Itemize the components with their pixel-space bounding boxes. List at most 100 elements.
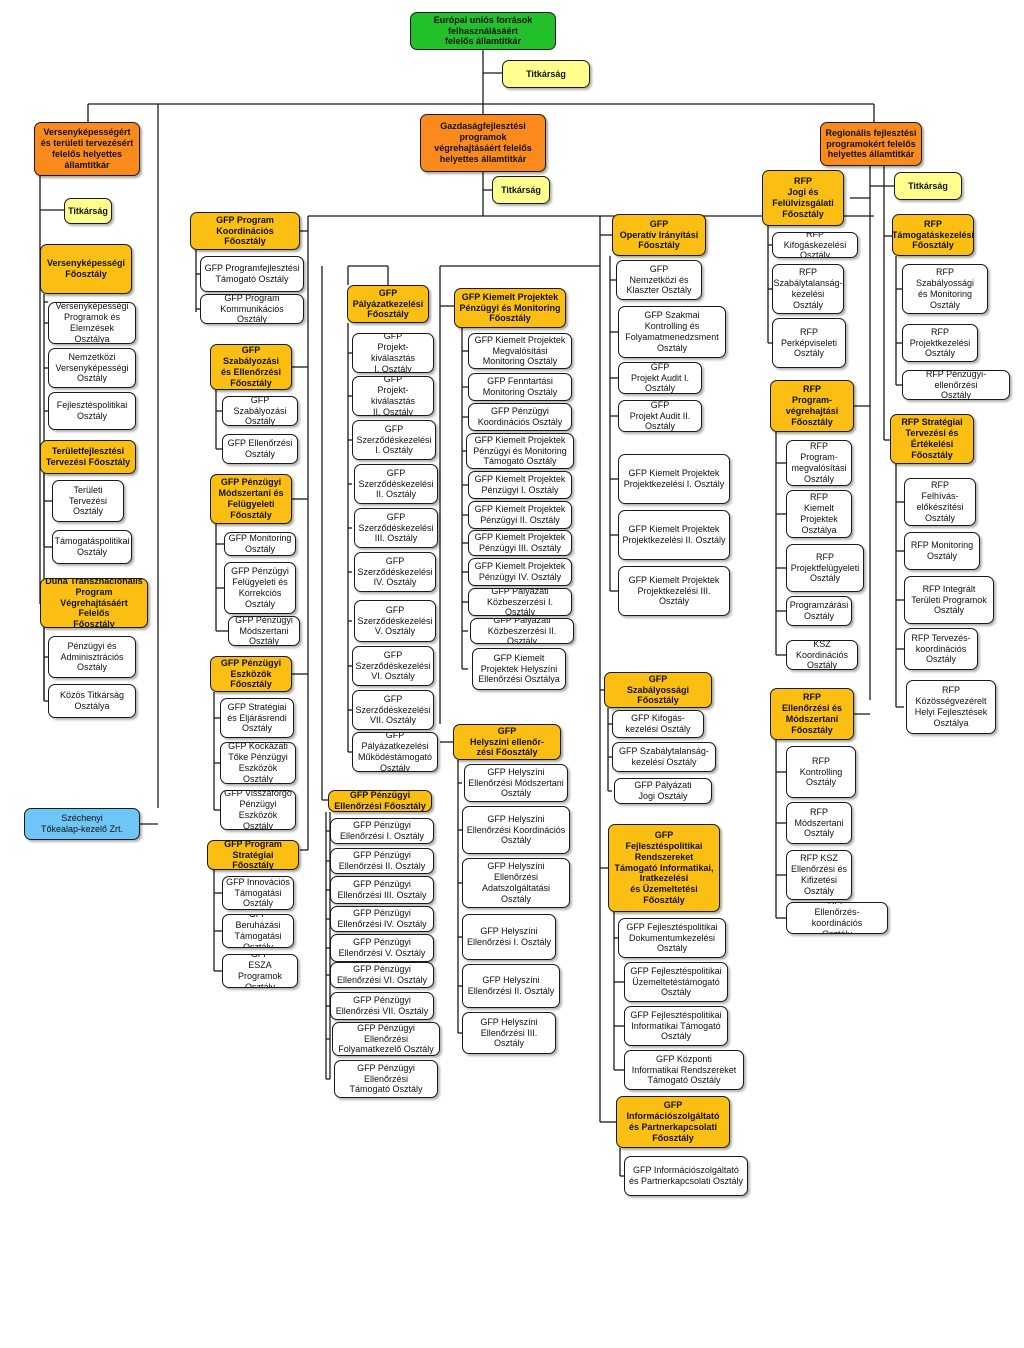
unit-left-1-0-label: Területi Tervezési Osztály xyxy=(68,484,107,517)
top-office: Európai uniós források felhasználásáért … xyxy=(410,12,556,50)
department-center-6: GFP Pénzügyi Ellenőrzési Főosztály xyxy=(328,790,432,812)
unit-right-1-2-label: RFP Projektfelügyeleti Osztály xyxy=(790,551,860,584)
unit-center-5-9-label: GFP Pályázatkezelési Működéstámogató Osz… xyxy=(357,732,433,772)
deputy-left-label: Versenyképességért és területi tervezésé… xyxy=(40,127,134,170)
unit-right-3-1: RFP Projektkezelési Osztály xyxy=(902,324,978,362)
unit-left-0-0: Versenyképességi Programok és Elemzések … xyxy=(48,302,136,344)
department-center-0-label: GFP Program Koordinációs Főosztály xyxy=(216,214,274,247)
unit-center-10-0-label: GFP Kifogás- kezelési Osztály xyxy=(625,713,691,734)
unit-center-9-0-label: GFP Nemzetközi és Klaszter Osztály xyxy=(626,263,692,296)
unit-center-8-1: GFP Helyszíni Ellenőrzési Koordinációs O… xyxy=(462,806,570,854)
unit-center-4-1: GFP Beruházási Támogatási Osztály xyxy=(222,914,294,948)
unit-right-1-4: KSZ Koordinációs Osztály xyxy=(786,640,858,670)
unit-center-3-2-label: GFP Visszaforgó Pénzügyi Eszközök Osztál… xyxy=(224,790,292,830)
unit-center-6-7-label: GFP Pénzügyi Ellenőrzési Folyamatkezelő … xyxy=(338,1022,434,1055)
unit-center-10-1-label: GFP Szabálytalanság- kezelési Osztály xyxy=(619,746,709,767)
department-center-3: GFP Pénzügyi Eszközök Főosztály xyxy=(210,656,292,692)
unit-center-6-5-label: GFP Pénzügyi Ellenőrzési VI. Osztály xyxy=(336,964,428,985)
department-center-7: GFP Kiemelt Projektek Pénzügyi és Monito… xyxy=(454,288,566,328)
unit-center-11-3: GFP Központi Informatikai Rendszereket T… xyxy=(624,1050,744,1090)
unit-left-2-0: Pénzügyi és Adminisztrációs Osztály xyxy=(48,636,136,678)
unit-center-8-2: GFP Helyszíni Ellenőrzési Adatszolgáltat… xyxy=(462,858,570,908)
unit-right-2-3: RFP Ellenőrzés-koordinációs Osztály xyxy=(786,902,888,934)
unit-center-9-5: GFP Kiemelt Projektek Projektkezelési II… xyxy=(618,510,730,560)
unit-center-7-8-label: GFP Pályázati Közbeszerzési I. Osztály xyxy=(486,588,554,616)
unit-center-3-0: GFP Stratégiai és Eljárásrendi Osztály xyxy=(220,698,294,738)
unit-center-10-2: GFP Pályázati Jogi Osztály xyxy=(614,778,712,804)
unit-center-6-8: GFP Pénzügyi Ellenőrzési Támogató Osztál… xyxy=(334,1060,438,1098)
unit-center-6-3: GFP Pénzügyi Ellenőrzési IV. Osztály xyxy=(330,906,434,932)
unit-center-7-8: GFP Pályázati Közbeszerzési I. Osztály xyxy=(468,588,572,616)
unit-center-7-5: GFP Kiemelt Projektek Pénzügyi II. Osztá… xyxy=(468,501,572,529)
unit-center-9-3: GFP Projekt Audit II. Osztály xyxy=(618,400,702,432)
unit-center-7-1-label: GFP Fenntartási Monitoring Osztály xyxy=(482,376,558,397)
department-center-8-label: GFP Helyszíni ellenőr- zési Főosztály xyxy=(469,725,545,758)
unit-center-7-10-label: GFP Kiemelt Projektek Helyszíni Ellenőrz… xyxy=(478,652,560,685)
unit-right-2-0: RFP Kontrolling Osztály xyxy=(786,746,856,798)
unit-center-2-2-label: GFP Pénzügyi Módszertani Osztály xyxy=(235,616,293,646)
company-szechenyi: Széchenyi Tőkealap-kezelő Zrt. xyxy=(24,808,140,840)
unit-center-8-5-label: GFP Helyszíni Ellenőrzési III. Osztály xyxy=(480,1016,538,1049)
department-right-4-label: RFP Stratégiai Tervezési és Értékelési F… xyxy=(901,417,963,460)
unit-center-9-6-label: GFP Kiemelt Projektek Projektkezelési II… xyxy=(628,574,720,607)
unit-right-2-3-label: RFP Ellenőrzés-koordinációs Osztály xyxy=(811,903,863,934)
department-center-4-label: GFP Program Stratégiai Főosztály xyxy=(224,840,282,870)
unit-center-5-6: GFP Szerződéskezelési V. Osztály xyxy=(354,600,436,642)
unit-left-0-2-label: Fejlesztéspolitikai Osztály xyxy=(56,400,128,421)
unit-right-0-1-label: RFP Szabálytalanság- kezelési Osztály xyxy=(773,267,843,310)
unit-center-4-0: GFP Innovációs Támogatási Osztály xyxy=(222,876,294,910)
unit-right-0-2: RFP Perképviseleti Osztály xyxy=(772,318,846,368)
unit-center-6-1: GFP Pénzügyi Ellenőrzési II. Osztály xyxy=(330,848,434,874)
department-right-0: RFP Jogi és Felülvizsgálati Főosztály xyxy=(762,170,844,226)
unit-right-4-1-label: RFP Monitoring Osztály xyxy=(910,540,974,561)
unit-center-9-4: GFP Kiemelt Projektek Projektkezelési I.… xyxy=(618,454,730,504)
unit-right-2-1-label: RFP Módszertani Osztály xyxy=(794,806,844,839)
unit-center-9-0: GFP Nemzetközi és Klaszter Osztály xyxy=(616,260,702,300)
unit-left-2-1: Közös Titkárság Osztálya xyxy=(48,684,136,718)
unit-center-5-8-label: GFP Szerződéskezelési VII. Osztály xyxy=(355,693,431,726)
secretariat-top-label: Titkárság xyxy=(526,68,566,79)
department-center-11: GFP Fejlesztéspolitikai Rendszereket Tám… xyxy=(608,824,720,912)
department-center-5: GFP Pályázatkezelési Főosztály xyxy=(347,285,429,323)
unit-center-3-1-label: GFP Kockázati Tőke Pénzügyi Eszközök Osz… xyxy=(228,742,288,784)
department-center-11-label: GFP Fejlesztéspolitikai Rendszereket Tám… xyxy=(614,829,714,906)
department-center-10: GFP Szabályossági Főosztály xyxy=(604,672,712,708)
department-center-4: GFP Program Stratégiai Főosztály xyxy=(207,840,299,870)
unit-right-1-3-label: Programzárási Osztály xyxy=(789,600,849,621)
unit-right-3-0: RFP Szabályossági és Monitoring Osztály xyxy=(902,264,988,314)
unit-left-1-1: Támogatáspolitikai Osztály xyxy=(52,530,132,564)
unit-right-4-2-label: RFP Integrált Területi Programok Osztály xyxy=(911,583,987,616)
unit-right-1-0-label: RFP Program- megvalósítási Osztály xyxy=(791,441,847,484)
unit-center-3-1: GFP Kockázati Tőke Pénzügyi Eszközök Osz… xyxy=(220,742,296,784)
department-center-2: GFP Pénzügyi Módszertani és Felügyeleti … xyxy=(210,474,292,524)
unit-right-0-0-label: RFP Kifogáskezelési Osztály xyxy=(783,232,847,258)
unit-center-7-0-label: GFP Kiemelt Projektek Megvalósítási Moni… xyxy=(474,334,566,367)
department-center-12: GFP Információszolgáltató és Partnerkapc… xyxy=(616,1096,730,1148)
unit-center-9-4-label: GFP Kiemelt Projektek Projektkezelési I.… xyxy=(623,468,725,489)
department-center-1-label: GFP Szabályozási és Ellenőrzési Főosztál… xyxy=(220,345,282,388)
unit-center-10-2-label: GFP Pályázati Jogi Osztály xyxy=(634,780,692,801)
unit-center-1-1: GFP Ellenőrzési Osztály xyxy=(222,434,298,464)
unit-center-5-0-label: GFP Projekt-kiválasztás I. Osztály xyxy=(370,333,415,373)
secretariat-left: Titkárság xyxy=(64,198,112,224)
unit-center-8-1-label: GFP Helyszíni Ellenőrzési Koordinációs O… xyxy=(466,813,566,846)
deputy-right: Regionális fejlesztési programokért fele… xyxy=(820,122,922,166)
unit-center-1-0-label: GFP Szabályozási Osztály xyxy=(233,396,287,426)
unit-center-5-6-label: GFP Szerződéskezelési V. Osztály xyxy=(357,604,433,637)
unit-center-5-1-label: GFP Projekt-kiválasztás II. Osztály xyxy=(370,376,415,416)
unit-center-7-9: GFP Pályázati Közbeszerzési II. Osztály xyxy=(470,618,574,644)
deputy-right-label: Regionális fejlesztési programokért fele… xyxy=(825,127,917,160)
department-center-0: GFP Program Koordinációs Főosztály xyxy=(190,212,300,250)
unit-right-4-2: RFP Integrált Területi Programok Osztály xyxy=(904,576,994,624)
unit-center-6-0-label: GFP Pénzügyi Ellenőrzési I. Osztály xyxy=(339,820,425,841)
unit-left-0-1: Nemzetközi Versenyképességi Osztály xyxy=(48,348,136,388)
unit-right-1-4-label: KSZ Koordinációs Osztály xyxy=(795,640,849,670)
unit-center-5-0: GFP Projekt-kiválasztás I. Osztály xyxy=(352,333,434,373)
unit-center-6-7: GFP Pénzügyi Ellenőrzési Folyamatkezelő … xyxy=(332,1022,440,1056)
unit-center-7-7-label: GFP Kiemelt Projektek Pénzügyi IV. Osztá… xyxy=(474,561,566,582)
unit-right-3-0-label: RFP Szabályossági és Monitoring Osztály xyxy=(915,267,975,310)
unit-center-5-9: GFP Pályázatkezelési Működéstámogató Osz… xyxy=(352,732,438,772)
unit-center-8-5: GFP Helyszíni Ellenőrzési III. Osztály xyxy=(462,1012,556,1054)
unit-center-7-7: GFP Kiemelt Projektek Pénzügyi IV. Osztá… xyxy=(468,558,572,586)
unit-center-11-1: GFP Fejlesztéspolitikai Üzemeltetéstámog… xyxy=(624,962,728,1002)
